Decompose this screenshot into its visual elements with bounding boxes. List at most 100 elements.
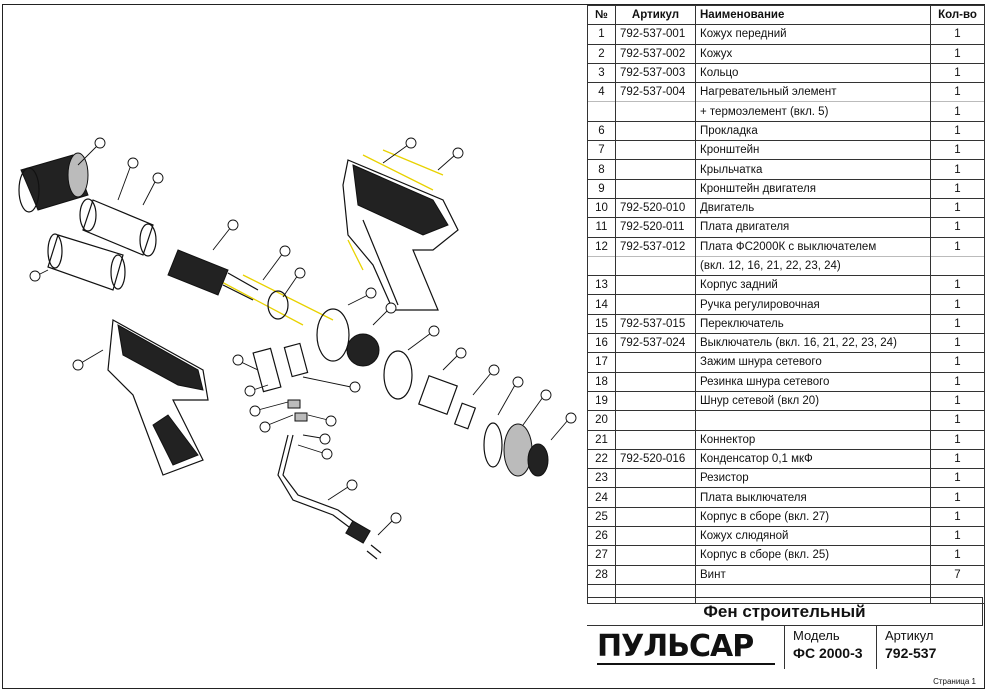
row-qty: 1 bbox=[930, 140, 985, 161]
table-header-row: № Артикул Наименование Кол-во bbox=[587, 4, 985, 26]
header-num: № bbox=[587, 4, 616, 26]
row-qty: 1 bbox=[930, 43, 985, 64]
row-name: Зажим шнура сетевого bbox=[695, 352, 931, 373]
row-name: Кожух bbox=[695, 43, 931, 64]
row-article: 792-537-015 bbox=[615, 313, 696, 335]
row-name: Винт bbox=[695, 564, 931, 585]
row-name: Конденсатор 0,1 мкФ bbox=[695, 448, 931, 470]
row-name: Двигатель bbox=[695, 197, 931, 219]
row-qty: 1 bbox=[930, 390, 985, 412]
row-num: 11 bbox=[587, 217, 616, 238]
row-article bbox=[615, 371, 696, 392]
exploded-diagram bbox=[18, 137, 577, 560]
brand-underline bbox=[597, 663, 775, 665]
row-num: 25 bbox=[587, 506, 616, 528]
row-name bbox=[695, 410, 931, 431]
row-qty: 1 bbox=[930, 352, 985, 373]
article-label: Артикул bbox=[885, 628, 934, 643]
row-name: Коннектор bbox=[695, 429, 931, 450]
model-label: Модель bbox=[793, 628, 840, 643]
row-qty: 1 bbox=[930, 294, 985, 315]
row-qty: 1 bbox=[930, 159, 985, 180]
row-qty: 1 bbox=[930, 236, 985, 257]
row-article: 792-520-016 bbox=[615, 448, 696, 470]
mica-shell-part bbox=[47, 233, 126, 291]
row-name: Плата выключателя bbox=[695, 487, 931, 508]
row-num: 16 bbox=[587, 333, 616, 354]
row-article bbox=[615, 120, 696, 142]
row-article bbox=[615, 275, 696, 296]
row-qty: 1 bbox=[930, 24, 985, 45]
power-cord-part bbox=[277, 434, 382, 560]
row-article bbox=[615, 468, 696, 489]
row-article bbox=[615, 545, 696, 566]
row-article: 792-537-012 bbox=[615, 236, 696, 257]
row-article: 792-520-011 bbox=[615, 217, 696, 238]
heating-element-part bbox=[167, 249, 259, 301]
row-qty-continuation: 1 bbox=[930, 101, 985, 122]
table-row-blank bbox=[587, 583, 985, 605]
row-num: 22 bbox=[587, 448, 616, 470]
row-article: 792-520-010 bbox=[615, 197, 696, 219]
front-housing-part bbox=[107, 319, 209, 476]
row-article bbox=[615, 178, 696, 199]
row-article bbox=[615, 159, 696, 180]
row-num: 20 bbox=[587, 410, 616, 431]
title-block: Фен строительный ПУЛЬСАР Модель ФС 2000-… bbox=[587, 597, 984, 688]
front-nozzle-part bbox=[18, 152, 89, 213]
row-qty: 1 bbox=[930, 313, 985, 335]
row-num: 15 bbox=[587, 313, 616, 335]
row-name: Резистор bbox=[695, 468, 931, 489]
row-name: Прокладка bbox=[695, 120, 931, 142]
row-num: 4 bbox=[587, 82, 616, 102]
row-article bbox=[615, 506, 696, 528]
table-row-continuation: (вкл. 12, 16, 21, 22, 23, 24) bbox=[587, 255, 985, 277]
row-num: 21 bbox=[587, 429, 616, 450]
row-num: 27 bbox=[587, 545, 616, 566]
row-qty: 1 bbox=[930, 429, 985, 450]
row-name: Крыльчатка bbox=[695, 159, 931, 180]
ring-part bbox=[267, 290, 289, 320]
row-name: Переключатель bbox=[695, 313, 931, 335]
row-qty: 1 bbox=[930, 62, 985, 84]
row-num: 2 bbox=[587, 43, 616, 64]
shroud-tube-part bbox=[79, 198, 157, 257]
row-article bbox=[615, 429, 696, 450]
row-qty: 1 bbox=[930, 371, 985, 392]
row-qty: 7 bbox=[930, 564, 985, 585]
row-qty: 1 bbox=[930, 487, 985, 508]
row-qty: 1 bbox=[930, 120, 985, 142]
row-num: 6 bbox=[587, 120, 616, 142]
row-name: Корпус задний bbox=[695, 275, 931, 296]
row-num: 8 bbox=[587, 159, 616, 180]
row-qty: 1 bbox=[930, 545, 985, 566]
row-num: 23 bbox=[587, 468, 616, 489]
model-value: ФС 2000-3 bbox=[793, 645, 863, 661]
row-name: Кожух передний bbox=[695, 24, 931, 45]
row-name: Кожух слюдяной bbox=[695, 526, 931, 547]
row-qty: 1 bbox=[930, 275, 985, 296]
row-qty-continuation bbox=[930, 255, 985, 277]
row-article bbox=[615, 140, 696, 161]
row-article bbox=[615, 526, 696, 547]
brand-name: ПУЛЬСАР bbox=[597, 629, 754, 664]
product-title: Фен строительный bbox=[587, 597, 983, 626]
row-qty: 1 bbox=[930, 526, 985, 547]
row-num: 10 bbox=[587, 197, 616, 219]
